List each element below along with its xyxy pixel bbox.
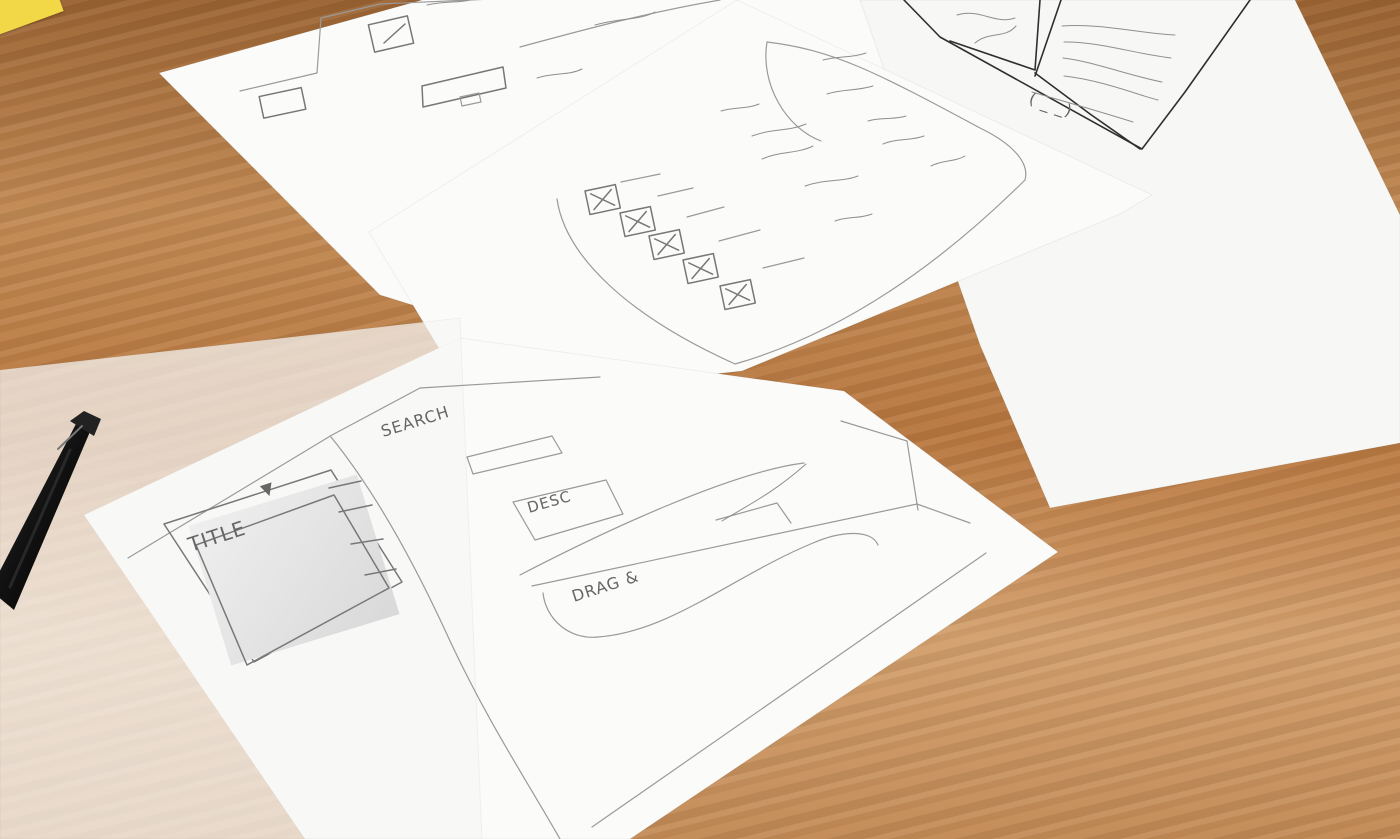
blurred-image-placeholder [188, 474, 400, 666]
main-paper-sheet: TITLE ▼ SEARCH DESC DRAG & [0, 317, 1059, 839]
dropdown-arrow-icon: ▼ [258, 478, 277, 500]
checkbox-list [584, 173, 805, 311]
black-pen [0, 411, 101, 610]
